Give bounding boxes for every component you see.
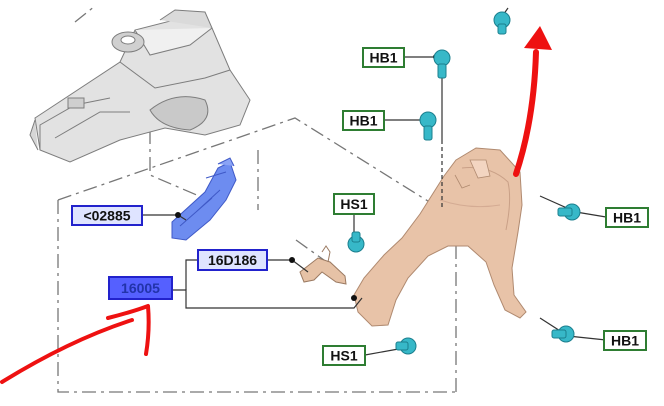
front-fender <box>353 147 527 327</box>
label-part-16d186[interactable]: 16D186 <box>197 249 268 271</box>
label-hb1-top-2-text: HB1 <box>349 113 377 129</box>
label-part-16005[interactable]: 16005 <box>108 276 173 300</box>
label-hs1-upper-text: HS1 <box>340 196 367 212</box>
label-part-02885-text: <02885 <box>83 208 130 224</box>
label-hs1-upper[interactable]: HS1 <box>333 193 375 215</box>
label-hb1-top-2[interactable]: HB1 <box>342 110 385 131</box>
label-part-02885[interactable]: <02885 <box>71 205 143 226</box>
bolt-icon <box>551 325 575 343</box>
label-hs1-lower[interactable]: HS1 <box>322 345 366 366</box>
bolt-icon <box>395 337 417 355</box>
label-hb1-right-1-text: HB1 <box>613 210 641 226</box>
label-part-16005-text: 16005 <box>121 280 160 296</box>
label-hs1-lower-text: HS1 <box>330 348 357 364</box>
bolt-icon <box>347 231 365 253</box>
label-hb1-top-1[interactable]: HB1 <box>362 47 405 68</box>
bracket-02885 <box>171 157 237 241</box>
bolt-icon <box>493 11 511 35</box>
bolt-icon <box>557 203 581 221</box>
suspension-tower-assembly <box>29 9 251 163</box>
label-hb1-right-2-text: HB1 <box>611 333 639 349</box>
label-part-16d186-text: 16D186 <box>208 252 257 268</box>
bolt-icon <box>433 49 451 79</box>
red-hand-drawn-arrow <box>0 304 151 384</box>
fastener-bolts <box>347 11 581 355</box>
red-arrow-up <box>513 26 552 177</box>
bolt-icon <box>419 111 437 141</box>
bracket-16d186 <box>299 245 347 285</box>
label-hb1-top-1-text: HB1 <box>369 50 397 66</box>
label-hb1-right-2[interactable]: HB1 <box>603 330 647 351</box>
label-hb1-right-1[interactable]: HB1 <box>605 207 649 228</box>
